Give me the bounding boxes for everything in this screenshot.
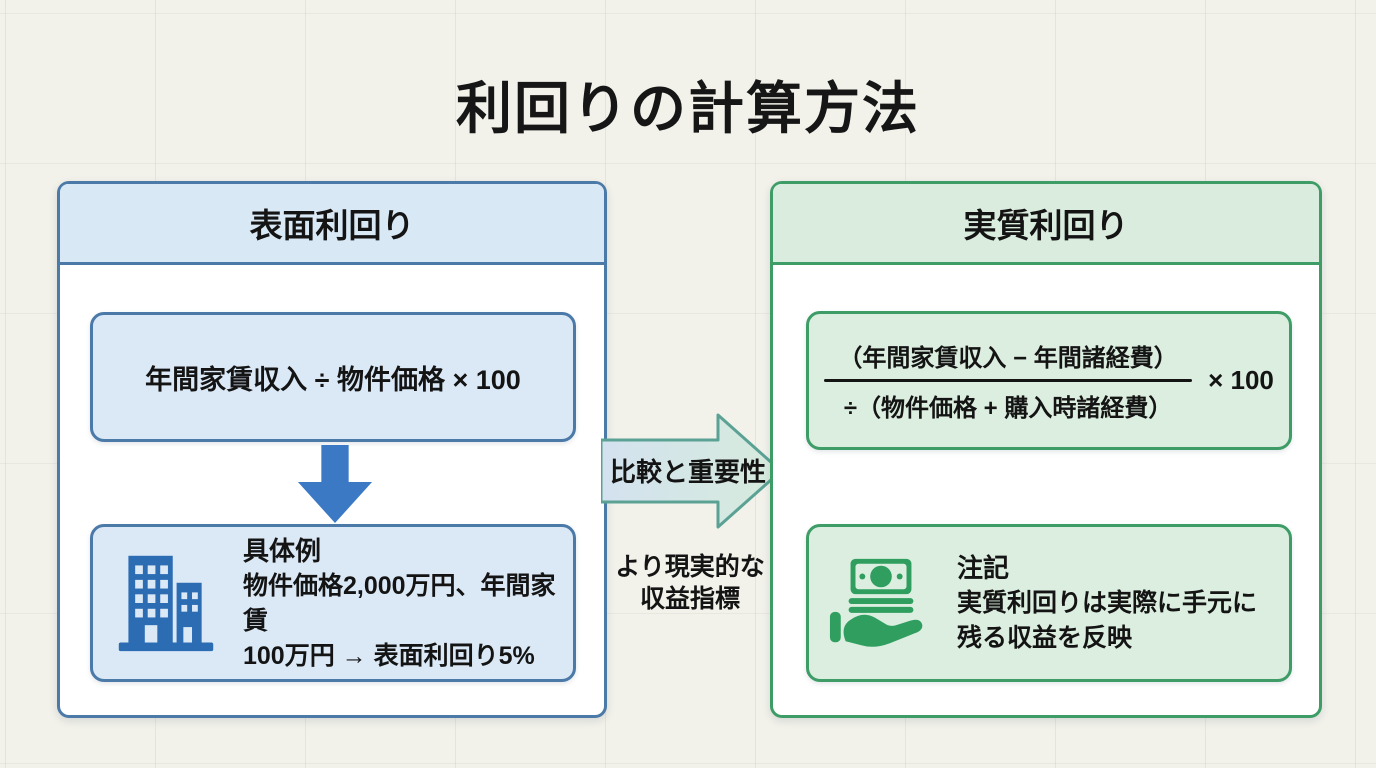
net-yield-fraction: （年間家賃収入 − 年間諸経費） ÷（物件価格 + 購入時諸経費） bbox=[824, 338, 1193, 423]
connector-caption-line-2: 収益指標 bbox=[639, 585, 740, 613]
surface-yield-formula-text: 年間家賃収入 ÷ 物件価格 × 100 bbox=[145, 364, 521, 395]
surface-yield-panel: 表面利回り 年間家賃収入 ÷ 物件価格 × 100 bbox=[57, 181, 607, 718]
net-yield-panel: 実質利回り （年間家賃収入 − 年間諸経費） ÷（物件価格 + 購入時諸経費） … bbox=[770, 181, 1322, 718]
fraction-multiplier: × 100 bbox=[1208, 365, 1274, 395]
surface-yield-example-box: 具体例 物件価格2,000万円、年間家賃 100万円 → 表面利回り5% bbox=[90, 524, 576, 682]
example-heading: 具体例 bbox=[243, 535, 322, 566]
connector-caption: より現実的な 収益指標 bbox=[588, 551, 792, 615]
example-line-1: 物件価格2,000万円、年間家賃 bbox=[243, 571, 556, 635]
note-heading: 注記 bbox=[957, 553, 1010, 583]
net-yield-formula-box: （年間家賃収入 − 年間諸経費） ÷（物件価格 + 購入時諸経費） × 100 bbox=[806, 311, 1292, 450]
note-line-1: 実質利回りは実際に手元に bbox=[957, 589, 1258, 617]
fraction-numerator: （年間家賃収入 − 年間諸経費） bbox=[838, 345, 1178, 372]
net-yield-note-box: 注記 実質利回りは実際に手元に 残る収益を反映 bbox=[806, 524, 1292, 682]
down-arrow-icon bbox=[297, 445, 373, 523]
net-yield-note-text: 注記 実質利回りは実際に手元に 残る収益を反映 bbox=[957, 550, 1257, 656]
comparison-arrow-label: 比較と重要性 bbox=[609, 457, 766, 487]
money-in-hand-icon bbox=[829, 558, 923, 647]
connector-caption-line-1: より現実的な bbox=[615, 553, 765, 581]
surface-yield-example-text: 具体例 物件価格2,000万円、年間家賃 100万円 → 表面利回り5% bbox=[243, 533, 563, 674]
comparison-arrow-shape bbox=[599, 413, 783, 529]
fraction-denominator: ÷（物件価格 + 購入時諸経費） bbox=[843, 395, 1173, 422]
building-icon bbox=[118, 555, 214, 652]
net-yield-header: 実質利回り bbox=[773, 184, 1319, 265]
example-line-2: 100万円 → 表面利回り5% bbox=[243, 641, 535, 670]
page-title: 利回りの計算方法 bbox=[456, 77, 920, 140]
surface-yield-header: 表面利回り bbox=[60, 184, 604, 265]
note-line-2: 残る収益を反映 bbox=[957, 624, 1133, 652]
fraction-bar bbox=[824, 379, 1193, 382]
surface-yield-formula-box: 年間家賃収入 ÷ 物件価格 × 100 bbox=[90, 312, 576, 442]
